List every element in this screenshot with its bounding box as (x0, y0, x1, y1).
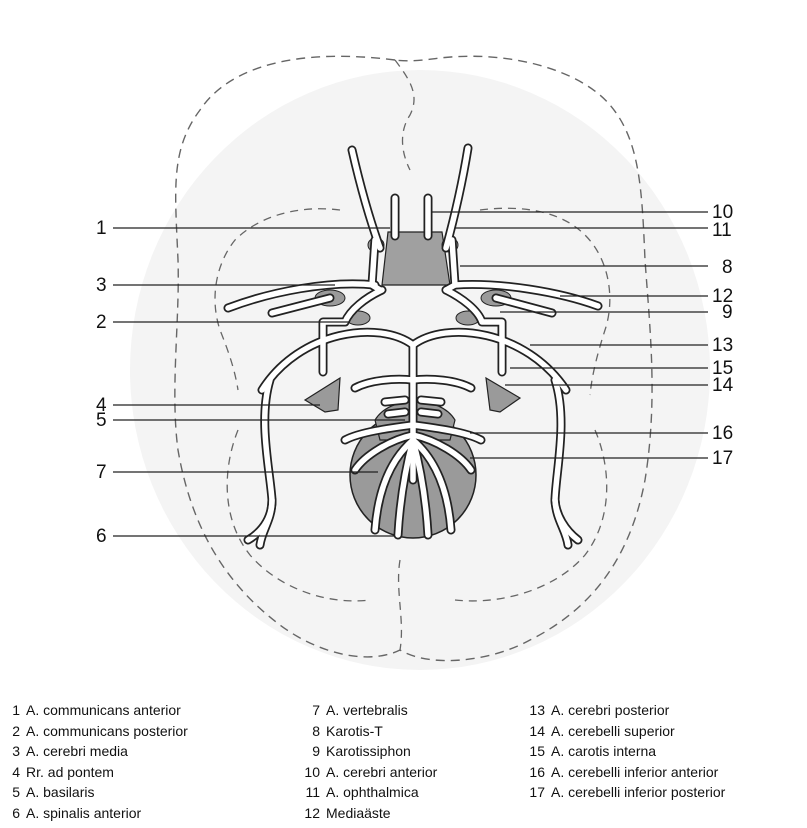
legend-text: A. cerebelli superior (551, 723, 675, 739)
legend-number: 12 (302, 803, 320, 824)
legend-item: 10 A. cerebri anterior (302, 762, 437, 783)
legend-text: A. basilaris (26, 784, 94, 800)
cerebral-arteries-diagram: 1 3 2 4 5 7 6 10 11 8 12 9 13 15 14 16 1… (0, 0, 807, 690)
legend-text: A. cerebelli inferior posterior (551, 784, 725, 800)
legend-item: 1 A. communicans anterior (10, 700, 188, 721)
callout-number: 6 (96, 526, 107, 547)
callout-number: 14 (712, 375, 734, 396)
legend-item: 2 A. communicans posterior (10, 721, 188, 742)
legend-text: A. spinalis anterior (26, 805, 141, 821)
legend-item: 15 A. carotis interna (527, 741, 725, 762)
legend-item: 14 A. cerebelli superior (527, 721, 725, 742)
legend-text: Rr. ad pontem (26, 764, 114, 780)
legend-number: 8 (302, 721, 320, 742)
legend-column-1: 1 A. communicans anterior 2 A. communicans… (10, 700, 188, 824)
legend-text: Mediaäste (326, 805, 391, 821)
legend-item: 17 A. cerebelli inferior posterior (527, 782, 725, 803)
legend-number: 9 (302, 741, 320, 762)
legend-item: 16 A. cerebelli inferior anterior (527, 762, 725, 783)
callout-number: 8 (722, 257, 733, 278)
legend-text: Karotissiphon (326, 743, 411, 759)
legend-number: 17 (527, 782, 545, 803)
legend-number: 14 (527, 721, 545, 742)
callout-number: 1 (96, 218, 107, 239)
legend-item: 5 A. basilaris (10, 782, 188, 803)
callout-number: 3 (96, 275, 107, 296)
legend-number: 11 (302, 782, 320, 803)
callout-number: 13 (712, 335, 733, 356)
legend-text: A. cerebri media (26, 743, 128, 759)
legend: 1 A. communicans anterior 2 A. communicans… (0, 700, 807, 828)
legend-number: 7 (302, 700, 320, 721)
legend-text: A. ophthalmica (326, 784, 419, 800)
callout-number: 11 (712, 220, 732, 241)
legend-text: A. cerebelli inferior anterior (551, 764, 718, 780)
callout-number: 5 (96, 410, 107, 431)
legend-item: 8 Karotis-T (302, 721, 437, 742)
legend-item: 12 Mediaäste (302, 803, 437, 824)
legend-item: 11 A. ophthalmica (302, 782, 437, 803)
callout-number: 17 (712, 448, 733, 469)
callout-number: 16 (712, 423, 733, 444)
legend-text: A. cerebri anterior (326, 764, 437, 780)
legend-number: 3 (10, 741, 20, 762)
legend-number: 13 (527, 700, 545, 721)
legend-text: A. vertebralis (326, 702, 408, 718)
brain-background-shade (130, 70, 710, 670)
legend-item: 4 Rr. ad pontem (10, 762, 188, 783)
legend-number: 1 (10, 700, 20, 721)
legend-text: A. communicans anterior (26, 702, 181, 718)
callout-number: 9 (722, 302, 733, 323)
legend-text: Karotis-T (326, 723, 383, 739)
callout-number: 7 (96, 462, 107, 483)
legend-number: 4 (10, 762, 20, 783)
legend-item: 6 A. spinalis anterior (10, 803, 188, 824)
legend-text: A. carotis interna (551, 743, 656, 759)
legend-number: 16 (527, 762, 545, 783)
legend-text: A. communicans posterior (26, 723, 188, 739)
legend-item: 7 A. vertebralis (302, 700, 437, 721)
callout-number: 2 (96, 312, 107, 333)
legend-text: A. cerebri posterior (551, 702, 669, 718)
legend-number: 6 (10, 803, 20, 824)
legend-item: 9 Karotissiphon (302, 741, 437, 762)
legend-item: 13 A. cerebri posterior (527, 700, 725, 721)
optic-chiasm-area (382, 232, 450, 285)
legend-number: 2 (10, 721, 20, 742)
legend-column-2: 7 A. vertebralis 8 Karotis-T 9 Karotissipho… (302, 700, 437, 824)
legend-column-3: 13 A. cerebri posterior 14 A. cerebelli su… (527, 700, 725, 803)
legend-number: 15 (527, 741, 545, 762)
legend-number: 5 (10, 782, 20, 803)
legend-number: 10 (302, 762, 320, 783)
legend-item: 3 A. cerebri media (10, 741, 188, 762)
